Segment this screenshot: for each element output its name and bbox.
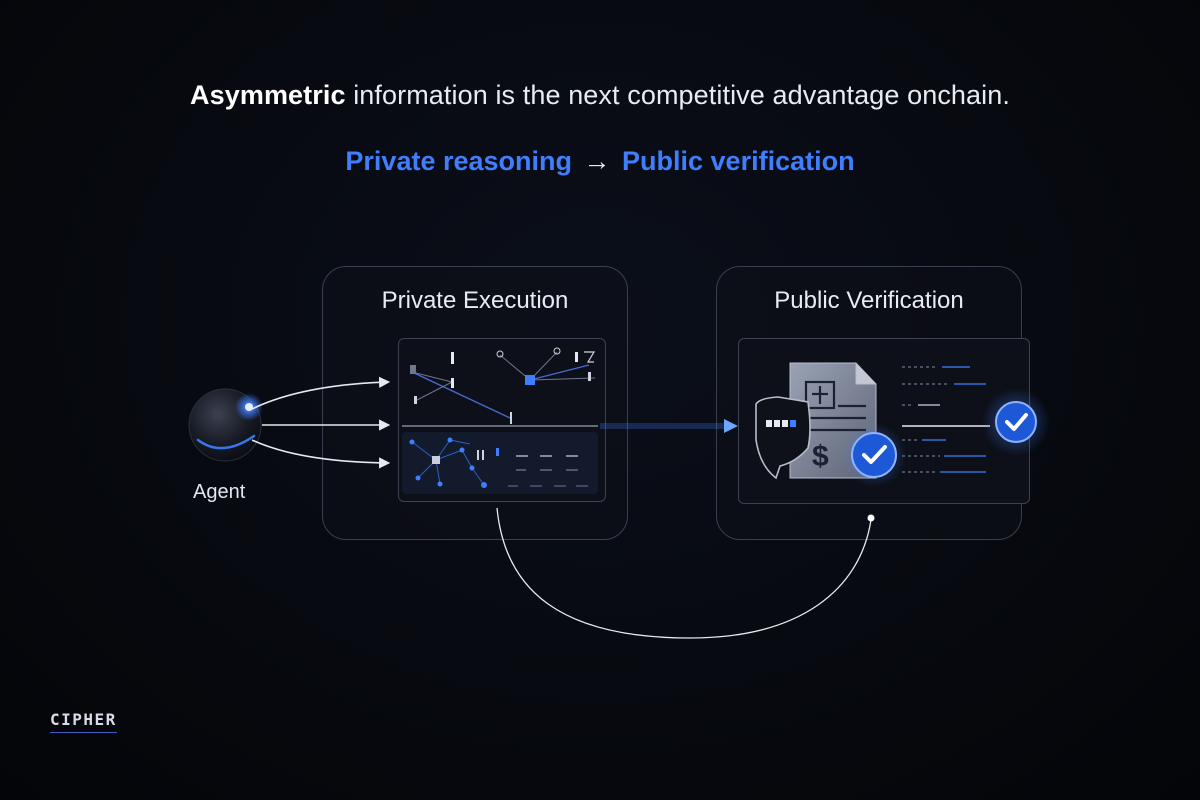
verification-beam (600, 419, 738, 433)
public-verification-title: Public Verification (774, 287, 964, 314)
agent-orb-icon (188, 388, 263, 462)
verified-checkmark-badge-icon (982, 388, 1050, 456)
subline: Private reasoning → Public verification (0, 146, 1200, 177)
shield-icon (755, 396, 811, 480)
feedback-loop (496, 507, 875, 639)
subline-left: Private reasoning (345, 146, 572, 176)
document-checkmark-badge-icon (842, 423, 906, 487)
execution-graph-top (402, 351, 598, 427)
headline-rest: information is the next competitive adva… (345, 80, 1010, 110)
headline: Asymmetric information is the next compe… (0, 80, 1200, 111)
subline-arrow: → (583, 146, 611, 176)
agent-input-arrows (249, 376, 391, 469)
execution-graph-nodes (410, 347, 596, 424)
brand-logo: CIPHER (50, 710, 117, 733)
agent-label: Agent (193, 481, 246, 503)
headline-bold: Asymmetric (190, 80, 346, 110)
execution-graph-bottom (402, 432, 598, 494)
private-execution-title: Private Execution (381, 287, 569, 314)
verification-log (902, 366, 990, 473)
subline-right: Public verification (622, 146, 855, 176)
document-currency: $ (812, 440, 829, 473)
